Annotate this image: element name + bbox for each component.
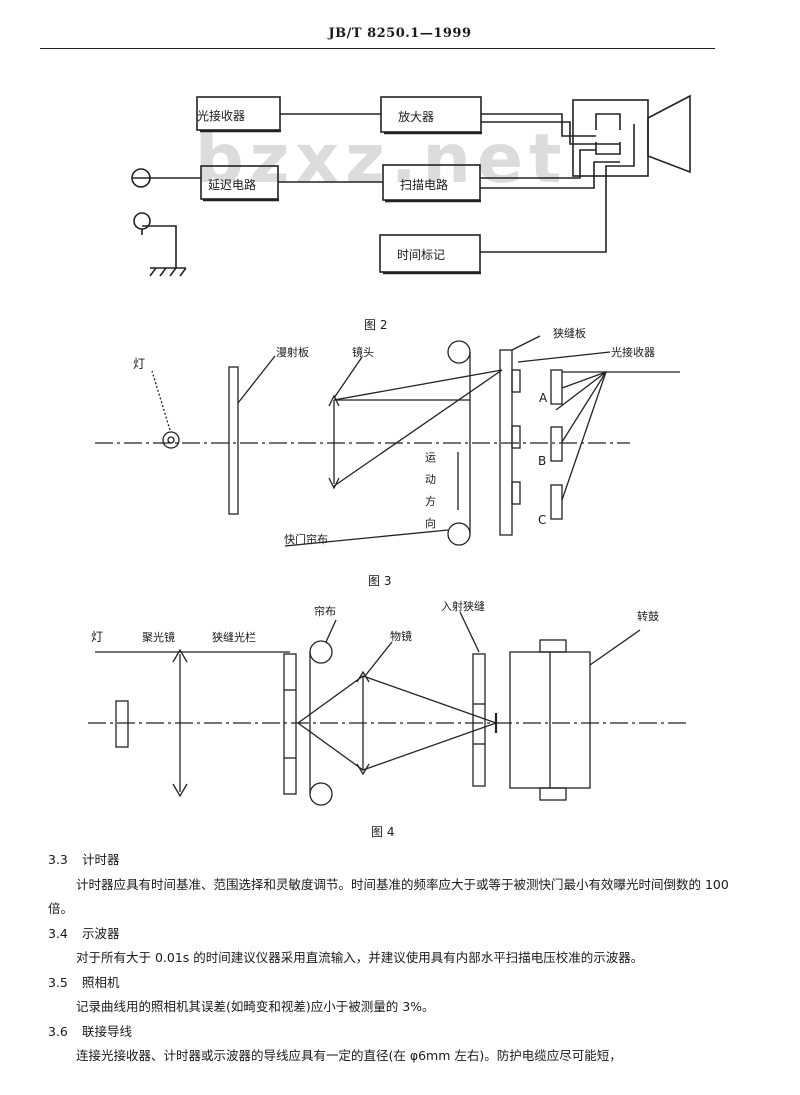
section-paragraph: 记录曲线用的照相机其误差(如畸变和视差)应小于被测量的 3%。 [76, 999, 435, 1014]
section-heading: 3.6 联接导线 [48, 1020, 748, 1045]
fig3-label-b: B [538, 454, 546, 468]
fig3-label-a: A [539, 391, 548, 405]
section-paragraph: 对于所有大于 0.01s 的时间建议仪器采用直流输入，并建议使用具有内部水平扫描… [76, 950, 644, 965]
watermark: bzxz.net [195, 120, 568, 199]
figure-2-caption: 图 2 [364, 318, 388, 332]
figure-3-caption: 图 3 [368, 574, 392, 588]
fig3-label-motion-3: 方 [425, 494, 436, 508]
section-heading: 3.4 示波器 [48, 922, 748, 947]
section-number: 3.3 [48, 852, 68, 867]
fig4-label-objective: 物镜 [390, 629, 412, 643]
fig4-label-drum: 转鼓 [637, 609, 659, 623]
fig2-label-delay-circuit: 延迟电路 [208, 177, 256, 192]
fig3-label-diffuser: 漫射板 [276, 345, 309, 359]
section-title: 计时器 [82, 852, 120, 867]
fig4-label-lamp: 灯 [91, 630, 103, 644]
fig2-label-amplifier: 放大器 [398, 109, 434, 124]
fig3-label-lamp: 灯 [133, 357, 145, 371]
section-heading: 3.5 照相机 [48, 971, 748, 996]
section-paragraph: 计时器应具有时间基准、范围选择和灵敏度调节。时间基准的频率应大于或等于被测快门最… [48, 876, 729, 917]
fig2-label-time-marker: 时间标记 [397, 248, 445, 262]
section-3-3: 3.3 计时器 计时器应具有时间基准、范围选择和灵敏度调节。时间基准的频率应大于或… [48, 848, 748, 922]
fig3-label-slit-plate: 狭缝板 [553, 326, 586, 340]
figure-4-optical-layout [88, 611, 690, 806]
section-number: 3.4 [48, 925, 68, 941]
fig2-label-sweep-circuit: 扫描电路 [400, 177, 448, 192]
figure-3-optical-layout [95, 335, 680, 547]
fig4-label-entrance-slit: 入射狭缝 [441, 599, 485, 613]
section-3-5: 3.5 照相机 记录曲线用的照相机其误差(如畸变和视差)应小于被测量的 3%。 [48, 971, 748, 1020]
header-rule [40, 48, 715, 49]
figure-4-caption: 图 4 [371, 825, 395, 839]
fig4-label-curtain: 帘布 [314, 604, 336, 618]
fig3-label-photoreceiver: 光接收器 [611, 345, 655, 359]
body-text: 3.3 计时器 计时器应具有时间基准、范围选择和灵敏度调节。时间基准的频率应大于或… [48, 848, 748, 1069]
section-3-6: 3.6 联接导线 连接光接收器、计时器或示波器的导线应具有一定的直径(在 φ6mm… [48, 1020, 748, 1069]
page-header: JB/T 8250.1—1999 [328, 26, 472, 41]
fig4-label-condenser: 聚光镜 [142, 630, 175, 644]
fig3-label-c: C [538, 513, 546, 527]
fig3-label-lens: 镜头 [352, 345, 374, 359]
section-heading: 3.3 计时器 [48, 848, 748, 873]
fig3-label-motion-2: 动 [425, 473, 436, 486]
section-title: 照相机 [82, 974, 120, 990]
fig2-label-photoreceiver: 光接收器 [197, 108, 245, 123]
fig4-label-slit-grating: 狭缝光栏 [212, 630, 256, 644]
section-title: 示波器 [82, 925, 120, 941]
section-number: 3.5 [48, 974, 68, 990]
figure-2-block-diagram [131, 94, 691, 277]
section-paragraph: 连接光接收器、计时器或示波器的导线应具有一定的直径(在 φ6mm 左右)。防护电… [76, 1048, 622, 1063]
fig3-label-motion-4: 向 [425, 516, 436, 530]
fig3-label-shutter-curtain: 快门帘布 [284, 532, 328, 546]
section-3-4: 3.4 示波器 对于所有大于 0.01s 的时间建议仪器采用直流输入，并建议使用具… [48, 922, 748, 971]
fig3-label-motion-1: 运 [425, 451, 436, 464]
section-title: 联接导线 [82, 1023, 133, 1039]
section-number: 3.6 [48, 1023, 68, 1039]
